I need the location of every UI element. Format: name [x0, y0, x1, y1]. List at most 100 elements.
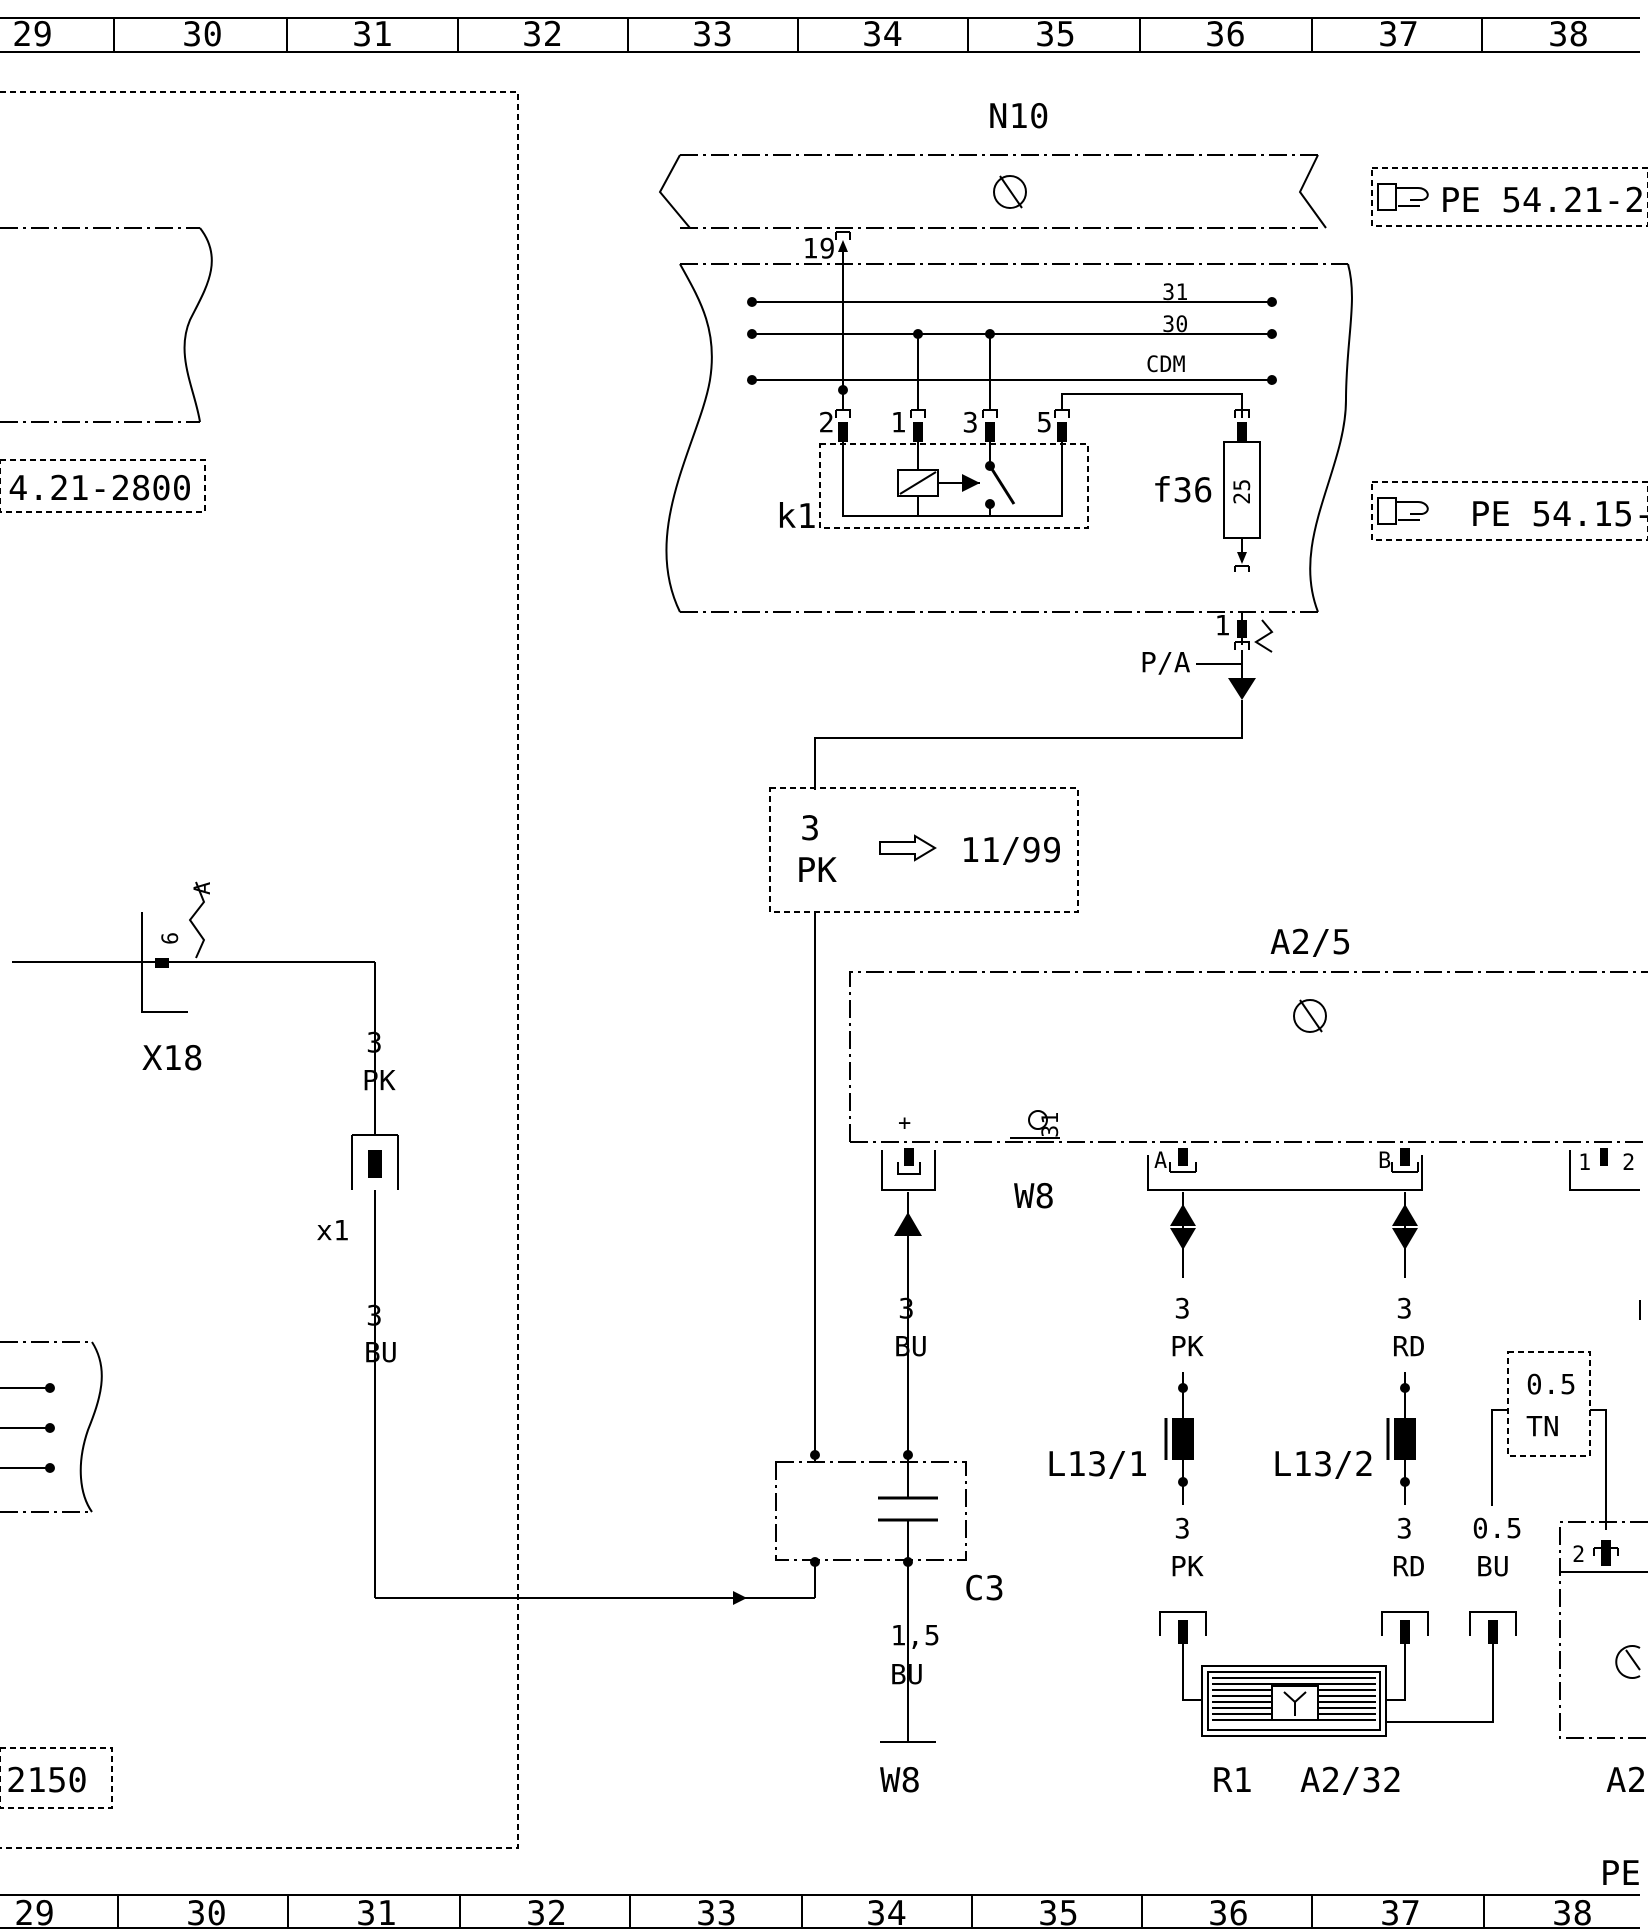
tn-ref-box: [1507, 1351, 1591, 1457]
c3-capacitor: C3 1,5 BU W8: [775, 1455, 1005, 1801]
w8-bottom-label: W8: [880, 1761, 921, 1801]
x18-wire-color: PK: [362, 1064, 396, 1097]
left-ref-box-1: [0, 459, 206, 513]
tn-wire-size: 0.5: [1526, 1368, 1577, 1401]
l13-2-label: L13/2: [1272, 1445, 1374, 1485]
a-up-wire-size: 3: [1174, 1292, 1191, 1325]
bus-line-cdm: CDM: [1146, 353, 1186, 378]
r1-a2-32-antenna: R1 A2/32: [1201, 1665, 1402, 1801]
grid-col-29: 29: [12, 15, 53, 55]
k1-relay-box: [819, 443, 1089, 529]
grid-col-36-bottom: 36: [1208, 1894, 1249, 1930]
grid-col-38-bottom: 38: [1552, 1894, 1593, 1930]
n10-module: N10 19 31 30 CDM 2 1 3: [658, 97, 1353, 613]
k1-pin-5: 5: [1036, 406, 1053, 439]
a2-5-label: A2/5: [1270, 923, 1352, 963]
a2-5-pin-a: A: [1154, 1149, 1167, 1174]
plus-wire-size: 3: [898, 1292, 915, 1325]
w8-top-label: W8: [1014, 1177, 1055, 1217]
grid-col-30: 30: [182, 15, 223, 55]
left-ref-1: 4.21-2800: [8, 469, 192, 509]
a2-pin-2: 2: [1572, 1543, 1585, 1568]
ref-wire-color: PK: [796, 851, 837, 891]
k1-pin-1: 1: [890, 406, 907, 439]
k1-pin-2: 2: [818, 406, 835, 439]
ref-target: 11/99: [960, 831, 1062, 871]
ref-wire-size: 3: [800, 809, 820, 849]
x18-connector: 6 A X18: [12, 881, 375, 1079]
l13-1-label: L13/1: [1046, 1445, 1148, 1485]
bus-line-30: 30: [1162, 313, 1189, 338]
c3-wire-color: BU: [890, 1658, 924, 1691]
grid-col-36: 36: [1205, 15, 1246, 55]
pe-reference-top: PE 54.21-2: [1371, 167, 1648, 227]
f36-label: f36: [1152, 471, 1213, 511]
n10-pin-19: 19: [802, 232, 836, 265]
bu05-wire-color: BU: [1476, 1550, 1510, 1583]
pa-connector: 1 P/A: [814, 609, 1274, 790]
wire-ref-box: 3 PK 11/99: [769, 787, 1079, 1460]
grid-col-34-bottom: 34: [866, 1894, 907, 1930]
n10-label: N10: [988, 97, 1049, 137]
left-ref-box-2: [0, 1747, 113, 1809]
k1-label: k1: [776, 497, 817, 537]
b-line-rd: 3 RD L13/2 3 RD: [1272, 1192, 1429, 1701]
x1-wire-chain: 3 PK x1 3 BU: [316, 962, 816, 1605]
grid-col-35: 35: [1035, 15, 1076, 55]
c3-label: C3: [964, 1569, 1005, 1609]
x18-pin-6: 6: [159, 932, 184, 945]
plus-wire: 3 BU: [894, 1192, 928, 1460]
grid-col-34: 34: [862, 15, 903, 55]
tn-wire-color: TN: [1526, 1410, 1560, 1443]
grid-col-29-bottom: 29: [14, 1894, 55, 1930]
x18-label: X18: [142, 1039, 203, 1079]
left-module-boundary: 4.21-2800 2150: [0, 91, 519, 1849]
pe-ref-mid: PE 54.15-: [1470, 495, 1648, 535]
grid-col-38: 38: [1548, 15, 1589, 55]
a2-32-label: A2/32: [1300, 1761, 1402, 1801]
grid-col-32: 32: [522, 15, 563, 55]
x18-wire-size: 3: [366, 1026, 383, 1059]
tn-bu-wires: 0.5 TN 0.5 BU: [1386, 1351, 1607, 1723]
a-dn-wire-size: 3: [1174, 1512, 1191, 1545]
b-up-wire-color: RD: [1392, 1330, 1426, 1363]
a2-5-pin-2-right: 2: [1622, 1151, 1635, 1176]
grid-col-31-bottom: 31: [356, 1894, 397, 1930]
pa-label: P/A: [1140, 646, 1191, 679]
pa-pin-1: 1: [1214, 609, 1231, 642]
a2-cutoff-label: A2: [1606, 1761, 1647, 1801]
grid-col-37-bottom: 37: [1380, 1894, 1421, 1930]
k1-pin-3: 3: [962, 406, 979, 439]
b-dn-wire-color: RD: [1392, 1550, 1426, 1583]
plus-wire-color: BU: [894, 1330, 928, 1363]
a2-5-module: A2/5 + 31 W8 A B 1 2: [849, 923, 1648, 1320]
left-ref-2: 2150: [6, 1761, 88, 1801]
bus-line-31: 31: [1162, 281, 1189, 306]
grid-col-32-bottom: 32: [526, 1894, 567, 1930]
b-up-wire-size: 3: [1396, 1292, 1413, 1325]
b-dn-wire-size: 3: [1396, 1512, 1413, 1545]
x1-wire-size: 3: [366, 1299, 383, 1332]
bu05-wire-size: 0.5: [1472, 1512, 1523, 1545]
a2-5-pin-1-right: 1: [1578, 1151, 1591, 1176]
grid-col-35-bottom: 35: [1038, 1894, 1079, 1930]
grid-col-33: 33: [692, 15, 733, 55]
x18-pin-a: A: [191, 882, 216, 895]
x1-wire-color: BU: [364, 1336, 398, 1369]
x1-label: x1: [316, 1214, 350, 1247]
a2-5-pin-plus: +: [898, 1111, 911, 1136]
a-line-pk: 3 PK L13/1 3 PK: [1046, 1192, 1207, 1701]
a-dn-wire-color: PK: [1170, 1550, 1204, 1583]
top-grid-ruler: 29 30 31 32 33 34 35 36 37 38: [0, 15, 1640, 55]
a-up-wire-color: PK: [1170, 1330, 1204, 1363]
grid-col-31: 31: [352, 15, 393, 55]
grid-col-37: 37: [1378, 15, 1419, 55]
pe-reference-mid: PE 54.15-: [1371, 481, 1648, 541]
c3-wire-size: 1,5: [890, 1619, 941, 1652]
grid-col-33-bottom: 33: [696, 1894, 737, 1930]
f36-rating: 25: [1231, 479, 1256, 506]
pe-ref-top: PE 54.21-2: [1440, 181, 1645, 221]
a2-5-pin-b: B: [1378, 1149, 1391, 1174]
pe-bottom-label: PE: [1600, 1854, 1641, 1894]
